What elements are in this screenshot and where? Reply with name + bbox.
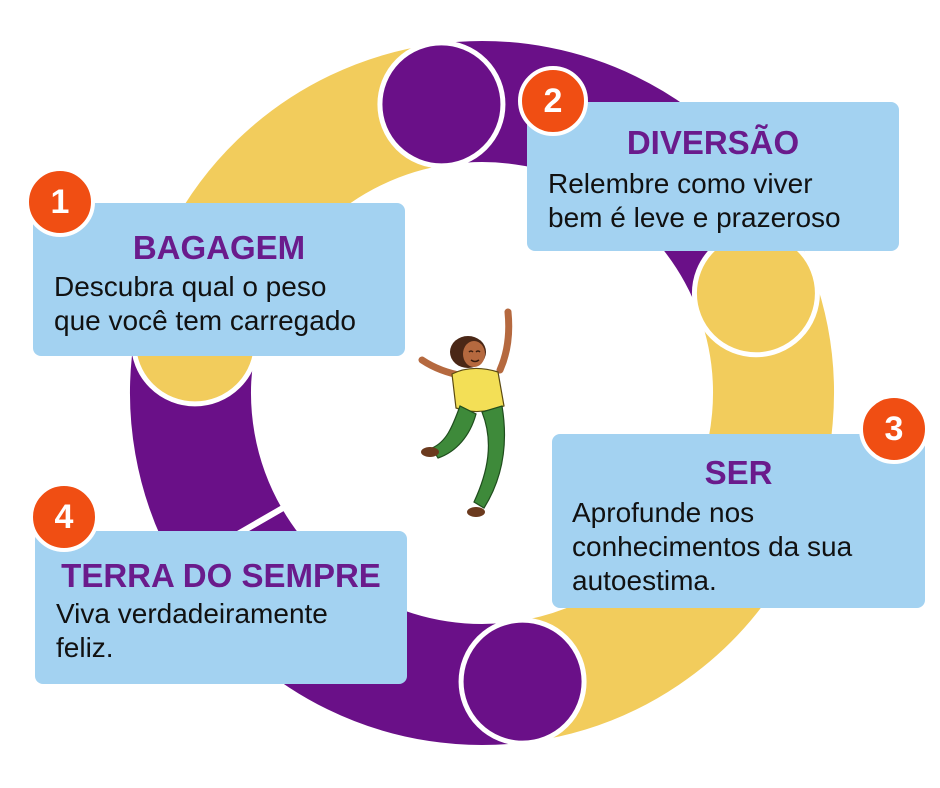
step-number-badge-4: 4 [29,482,99,552]
ring-segment-cap-4 [377,40,506,169]
step-description: Descubra qual o peso que você tem carreg… [54,271,356,336]
step-number-badge-3: 3 [859,394,929,464]
step-title: SER [704,454,773,491]
step-card-bagagem: BAGAGEM Descubra qual o peso que você te… [33,203,405,356]
step-card-terra-do-sempre: TERRA DO SEMPRE Viva verdadeiramente fel… [35,531,407,684]
step-description: Viva verdadeiramente feliz. [56,598,328,663]
step-title: TERRA DO SEMPRE [61,557,381,594]
jumping-woman-illustration [418,308,513,517]
step-number-badge-1: 1 [25,167,95,237]
step-title: DIVERSÃO [626,124,800,161]
step-title: BAGAGEM [132,229,306,266]
step-description: Relembre como viver bem é leve e prazero… [548,168,841,233]
ring-segment-cap-2 [458,617,587,746]
step-description: Aprofunde nos conhecimentos da sua autoe… [572,497,853,596]
step-card-ser: SER Aprofunde nos conhecimentos da sua a… [552,434,925,608]
step-number-badge-2: 2 [518,66,588,136]
step-card-diversao: DIVERSÃO Relembre como viver bem é leve … [527,102,899,251]
